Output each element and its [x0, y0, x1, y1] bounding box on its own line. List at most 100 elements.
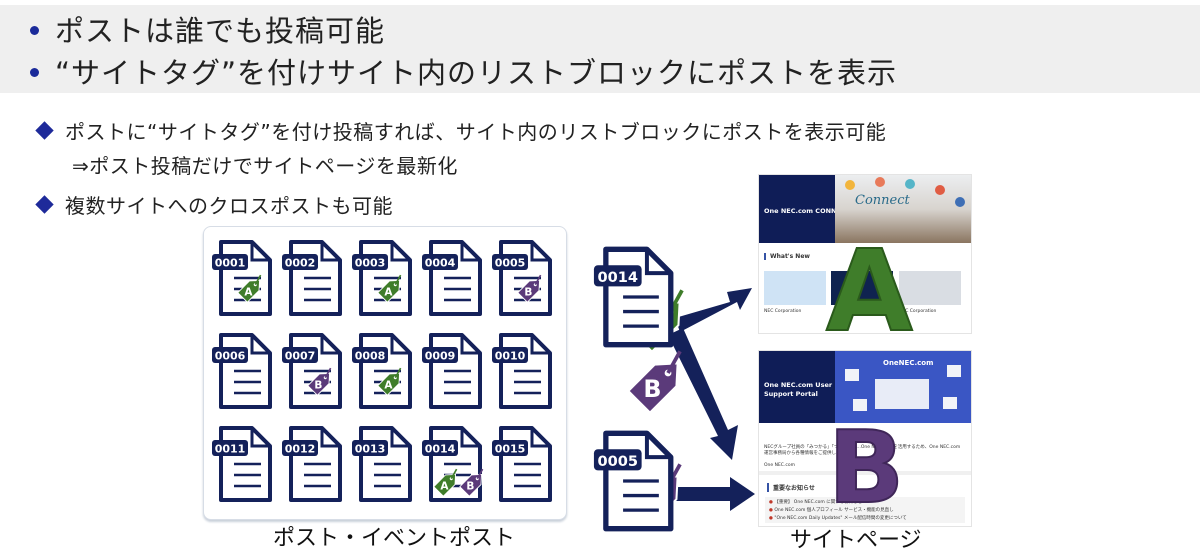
bullet-dot-icon — [30, 25, 39, 35]
site-tag-b-icon: B — [459, 468, 484, 497]
post-0011[interactable]: 0011 — [212, 424, 274, 504]
posts-caption: ポスト・イベントポスト — [273, 526, 516, 551]
site-page-b: One NEC.com User Support Portal OneNEC.c… — [758, 350, 972, 527]
site-a-letter: A — [825, 227, 914, 357]
site-tag-a-icon: A — [433, 468, 458, 497]
post-0006[interactable]: 0006 — [212, 331, 274, 411]
arrow-to-site-b-from-0014 — [668, 328, 738, 460]
svg-text:A: A — [244, 286, 253, 298]
post-id-text: 0001 — [215, 257, 246, 270]
notice-text: "One NEC.com Daily Updates" メール配信時間の変更につ… — [774, 516, 907, 521]
header-bullet-text: “サイトタグ”を付けサイト内のリストブロックにポストを表示 — [55, 56, 898, 90]
post-id-text: 0006 — [215, 350, 246, 363]
diamond-bullet-icon — [35, 121, 54, 140]
point-2: 複数サイトへのクロスポストも可能 — [35, 190, 393, 219]
site-b-banner: One NEC.com User Support Portal — [759, 351, 835, 423]
card-illustration — [943, 397, 957, 409]
post-id-label — [492, 440, 528, 456]
site-a-banner: One NEC.com CONNECT — [759, 175, 850, 243]
post-id-text: 0009 — [425, 350, 456, 363]
post-id-label — [282, 440, 318, 456]
screen-illustration — [875, 379, 929, 409]
post-id-label — [422, 347, 458, 363]
site-b-section-title: 重要なお知らせ — [767, 483, 815, 492]
post-id-label — [492, 347, 528, 363]
point-1-sub: ⇒ポスト投稿だけでサイトページを最新化 — [72, 154, 458, 178]
person-icon — [845, 180, 855, 190]
post-0013[interactable]: 0013 — [352, 424, 414, 504]
post-id-label — [212, 347, 248, 363]
post-id-label — [212, 254, 248, 270]
card-illustration — [947, 365, 961, 377]
person-icon — [875, 177, 885, 187]
post-id-text: 0012 — [285, 443, 316, 456]
post-id-text: 0005 — [495, 257, 526, 270]
site-b-banner-title: One NEC.com User Support Portal — [764, 381, 833, 398]
post-id-text: 0013 — [355, 443, 386, 456]
post-id-text: 0002 — [285, 257, 316, 270]
arrow-to-site-a — [675, 288, 752, 332]
post-0002[interactable]: 0002 — [282, 238, 344, 318]
svg-text:B: B — [643, 375, 661, 403]
divider — [759, 471, 971, 475]
post-id-label — [352, 254, 388, 270]
site-a-card-3-image — [899, 271, 961, 305]
site-tag-a-icon: A — [237, 274, 262, 303]
site-tag-a-icon: A — [377, 274, 402, 303]
site-a-card-3-meta: NEC Corporation — [899, 309, 937, 314]
notice-item[interactable]: ● 【重要】 One NEC.com に関するお知らせ — [769, 500, 863, 505]
post-id-label — [352, 347, 388, 363]
post-0012[interactable]: 0012 — [282, 424, 344, 504]
header-bullet-2: “サイトタグ”を付けサイト内のリストブロックにポストを表示 — [30, 50, 897, 92]
post-0010[interactable]: 0010 — [492, 331, 554, 411]
svg-text:B: B — [466, 480, 474, 492]
site-tag-b-icon: B — [626, 350, 682, 415]
site-a-banner-title: One NEC.com CONNECT — [764, 207, 851, 215]
post-id-label — [352, 440, 388, 456]
post-id-label — [422, 440, 458, 456]
flow-post-0014[interactable]: 0014 — [592, 244, 678, 354]
site-b-intro: NECグループ社員の「みつかる」「つながる」…One NEC.com を活用する… — [764, 445, 961, 456]
flow-post-0005[interactable]: 0005 — [592, 428, 678, 538]
post-id-text: 0010 — [495, 350, 526, 363]
site-a-section-title: What's New — [764, 253, 810, 260]
post-0004[interactable]: 0004 — [422, 238, 484, 318]
onenec-image-text: OneNEC.com — [883, 359, 934, 367]
post-id-text: 0008 — [355, 350, 386, 363]
site-a-card-1-meta: NEC Corporation — [764, 309, 802, 314]
point-text: ポストに“サイトタグ”を付け投稿すれば、サイト内のリストブロックにポストを表示可… — [65, 120, 887, 144]
post-id-text: 0004 — [425, 257, 456, 270]
header-band — [0, 5, 1200, 93]
site-b-tag-chip: One NEC.com — [764, 463, 795, 468]
card-illustration — [853, 399, 867, 411]
post-id-label — [282, 254, 318, 270]
site-tag-b-icon: B — [307, 367, 332, 396]
site-b-letter: B — [827, 409, 905, 526]
site-page-a: One NEC.com CONNECT Connect What's New N… — [758, 174, 972, 334]
svg-text:A: A — [384, 379, 393, 391]
post-id-label — [212, 440, 248, 456]
site-a-banner-image: Connect — [835, 175, 971, 243]
header-bullet-text: ポストは誰でも投稿可能 — [55, 14, 386, 48]
post-id-text: 0015 — [495, 443, 526, 456]
svg-text:A: A — [384, 286, 393, 298]
person-icon — [905, 179, 915, 189]
notice-item[interactable]: ● One NEC.com 個人プロフィール サービス・機能の見直し — [769, 508, 894, 513]
connect-image-text: Connect — [855, 193, 910, 208]
site-tag-a-icon: A — [377, 367, 402, 396]
notice-text: 【重要】 One NEC.com に関するお知らせ — [774, 500, 863, 505]
person-icon — [955, 197, 965, 207]
post-id-text: 0014 — [598, 269, 639, 286]
post-id-label — [492, 254, 528, 270]
post-0009[interactable]: 0009 — [422, 331, 484, 411]
notice-item[interactable]: ● "One NEC.com Daily Updates" メール配信時間の変更… — [769, 516, 907, 521]
post-0015[interactable]: 0015 — [492, 424, 554, 504]
site-b-banner-image: OneNEC.com — [835, 351, 971, 423]
person-icon — [935, 185, 945, 195]
